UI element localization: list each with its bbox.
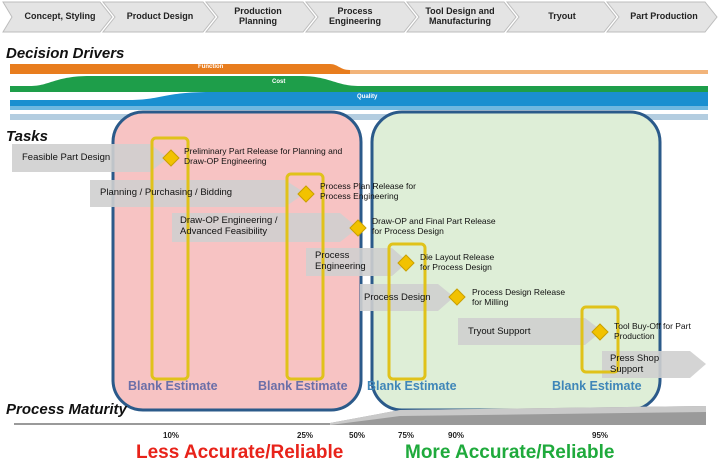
function-band-tail [350, 70, 708, 74]
quality-band-label: Quality [357, 94, 378, 100]
estimate-highlight-2 [285, 172, 325, 381]
task-arrow-1 [12, 144, 168, 172]
phase-label: Tool Design and Manufacturing [425, 6, 495, 26]
task-label: Planning / Purchasing / Bidding [100, 187, 233, 198]
task-arrow-5 [360, 284, 454, 311]
task-label: Draw-OP Engineering / Advanced Feasibili… [180, 215, 278, 237]
estimate-highlight-3 [387, 242, 427, 381]
milestone-diamond-2 [297, 185, 315, 203]
task-arrow-4 [306, 248, 408, 276]
task-label: Process Design [364, 292, 431, 303]
milestone-label: Tool Buy-Off for Part Production [614, 321, 691, 341]
phase-chevron-6 [505, 1, 617, 33]
more-accurate-label: More Accurate/Reliable [405, 442, 615, 463]
milestone-diamond-1 [162, 149, 180, 167]
maturity-tick: 10% [162, 431, 180, 440]
estimate-highlight-4 [580, 305, 620, 374]
maturity-tick: 95% [591, 431, 609, 440]
function-band-label: Function [198, 64, 224, 70]
phase-chevron-5 [405, 1, 517, 33]
blank-estimate-label: Blank Estimate [367, 379, 457, 393]
maturity-band-top [10, 114, 708, 120]
blank-estimate-label: Blank Estimate [258, 379, 348, 393]
phase-label: Product Design [126, 11, 194, 21]
process-maturity-wedge-light [330, 406, 706, 425]
process-maturity-title: Process Maturity [6, 401, 127, 418]
milestone-label: Process Plan Release for Process Enginee… [320, 181, 416, 201]
decision-drivers-title: Decision Drivers [6, 45, 125, 62]
quality-band-base [10, 106, 708, 110]
tasks-title: Tasks [6, 128, 48, 145]
maturity-tick: 25% [296, 431, 314, 440]
estimate-highlight-1 [150, 136, 190, 381]
task-label: Press Shop Support [610, 353, 660, 375]
maturity-tick: 90% [447, 431, 465, 440]
phase-chevron-bar [2, 1, 718, 33]
tasks-diagram [12, 110, 706, 425]
milestone-label: Process Design Release for Milling [472, 287, 566, 307]
task-label: Feasible Part Design [22, 152, 111, 163]
task-arrow-6 [458, 318, 602, 345]
maturity-tick: 50% [348, 431, 366, 440]
milestone-diamond-5 [448, 288, 466, 306]
phase-label: Tryout [548, 11, 576, 21]
milestone-diamond-4 [397, 254, 415, 272]
quality-band [10, 92, 708, 106]
phase-chevron-3 [204, 1, 316, 33]
milestone-label: Die Layout Release for Process Design [420, 252, 495, 272]
task-label: Process Engineering [315, 250, 366, 272]
phase-chevron-1 [2, 1, 113, 33]
milestone-label: Draw-OP and Final Part Release for Proce… [372, 216, 496, 236]
cost-band [10, 76, 708, 92]
phase-label: Process Engineering [328, 6, 381, 26]
less-accurate-label: Less Accurate/Reliable [136, 442, 344, 463]
task-label: Tryout Support [468, 326, 531, 337]
phase-label: Production Planning [234, 6, 282, 26]
phase-label: Part Production [630, 11, 698, 21]
decision-driver-bands [10, 64, 708, 120]
milestone-label: Preliminary Part Release for Planning an… [184, 146, 343, 166]
task-arrow-2 [90, 180, 305, 207]
task-arrow-7 [602, 351, 706, 378]
cost-band-label: Cost [272, 79, 286, 85]
blank-estimate-label: Blank Estimate [552, 379, 642, 393]
phase-chevron-2 [101, 1, 216, 33]
phase-chevron-7 [605, 1, 718, 33]
milestone-diamond-3 [349, 219, 367, 237]
phase-chevron-4 [304, 1, 417, 33]
milestone-diamond-6 [591, 323, 609, 341]
maturity-tick: 75% [397, 431, 415, 440]
blank-estimate-label: Blank Estimate [128, 379, 218, 393]
phase-label: Concept, Styling [24, 11, 96, 21]
task-arrow-3 [172, 213, 358, 242]
